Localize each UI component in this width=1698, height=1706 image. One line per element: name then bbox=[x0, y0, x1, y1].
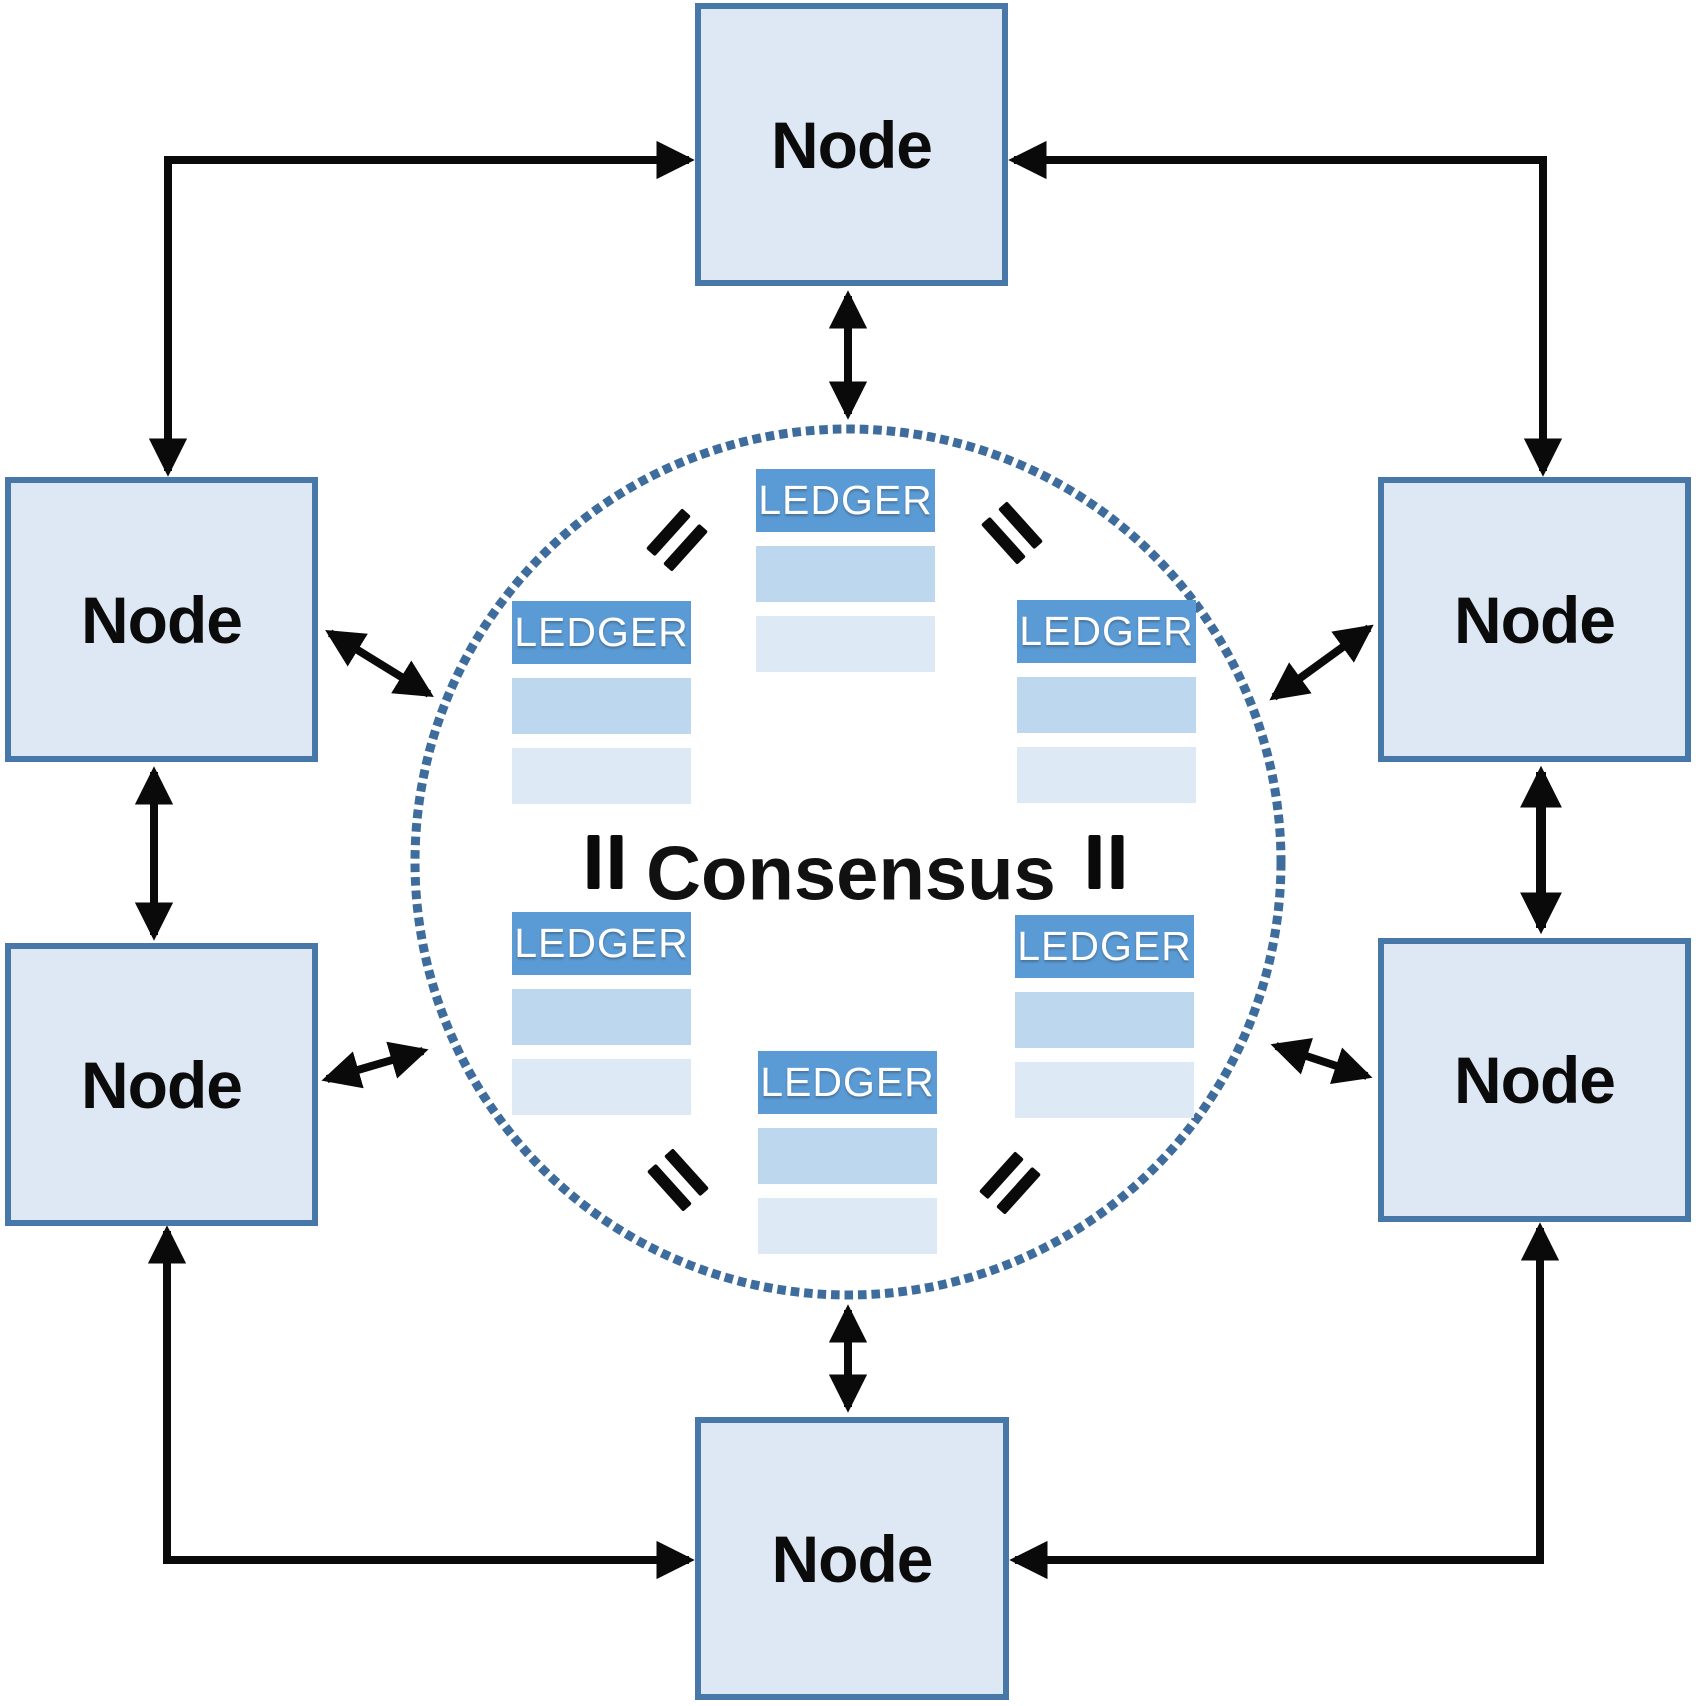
ledger-bottom-center: LEDGER bbox=[758, 1051, 937, 1254]
ledger-upper-right: LEDGER bbox=[1017, 600, 1196, 803]
node-label: Node bbox=[1454, 1043, 1616, 1117]
node-label: Node bbox=[771, 1521, 934, 1596]
ledger-row bbox=[756, 546, 935, 602]
consensus-title: Consensus bbox=[646, 831, 1056, 917]
equals-icon bbox=[1088, 835, 1124, 889]
connector-bottom-left bbox=[147, 1225, 695, 1580]
arrow-upper-right-node-to-ring bbox=[1269, 624, 1374, 701]
node-box-top: Node bbox=[695, 3, 1008, 286]
ledger-header: LEDGER bbox=[1015, 915, 1194, 978]
node-label: Node bbox=[81, 582, 243, 657]
node-box-bottom: Node bbox=[695, 1417, 1009, 1700]
ledger-row bbox=[756, 616, 935, 672]
node-box-upper-left: Node bbox=[5, 477, 318, 762]
ledger-row bbox=[512, 989, 691, 1045]
ledger-row bbox=[1015, 1062, 1194, 1118]
ledger-row bbox=[758, 1128, 937, 1184]
node-box-lower-left: Node bbox=[5, 943, 318, 1226]
ledger-row bbox=[758, 1198, 937, 1254]
connector-top-left bbox=[148, 140, 695, 477]
node-box-upper-right: Node bbox=[1378, 477, 1691, 762]
ledger-row bbox=[1017, 747, 1196, 803]
ledger-lower-right: LEDGER bbox=[1015, 915, 1194, 1118]
arrow-upper-left-node-to-ring bbox=[325, 629, 434, 698]
ledger-header: LEDGER bbox=[512, 601, 691, 664]
ledger-row bbox=[1017, 677, 1196, 733]
ledger-row bbox=[512, 1059, 691, 1115]
ledger-top-center: LEDGER bbox=[756, 469, 935, 672]
ledger-row bbox=[512, 678, 691, 734]
connector-bottom-right bbox=[1009, 1222, 1560, 1580]
ledger-header: LEDGER bbox=[1017, 600, 1196, 663]
ledger-header: LEDGER bbox=[758, 1051, 937, 1114]
ledger-row bbox=[512, 748, 691, 804]
node-box-lower-right: Node bbox=[1378, 938, 1691, 1222]
ledger-row bbox=[1015, 992, 1194, 1048]
connector-top-right bbox=[1008, 140, 1563, 477]
arrow-lower-left-node-to-ring bbox=[321, 1041, 429, 1089]
arrow-lower-right-node-to-ring bbox=[1270, 1037, 1373, 1085]
equals-icon bbox=[587, 835, 623, 889]
node-label: Node bbox=[81, 1047, 243, 1122]
ledger-header: LEDGER bbox=[756, 469, 935, 532]
consensus-ring-dotted-circle bbox=[410, 424, 1286, 1300]
ledger-header: LEDGER bbox=[512, 912, 691, 975]
node-label: Node bbox=[1454, 582, 1616, 657]
ledger-upper-left: LEDGER bbox=[512, 601, 691, 804]
node-label: Node bbox=[771, 107, 933, 182]
ledger-lower-left: LEDGER bbox=[512, 912, 691, 1115]
